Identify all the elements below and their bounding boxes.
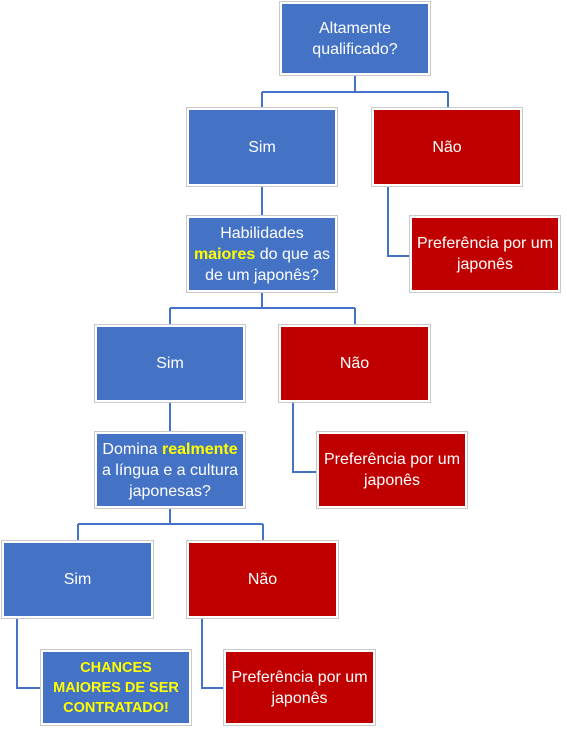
- result-text-level3: Preferência por um japonês: [231, 668, 368, 707]
- question-language-highlight: realmente: [162, 440, 238, 458]
- connector-nao3-result: [201, 618, 224, 689]
- yes-box-level3: Sim: [1, 540, 154, 619]
- question-text-skills: Habilidades maiores do que as de um japo…: [193, 223, 331, 286]
- no-box-level3: Não: [186, 540, 339, 619]
- question-language-after: a língua e a cultura japonesas?: [101, 461, 239, 500]
- yes-box-level1: Sim: [186, 107, 338, 187]
- question-text-qualified: Altamente qualificado?: [312, 19, 398, 58]
- result-box-level3: Preferência por um japonês: [223, 649, 376, 726]
- yes-label-level1: Sim: [248, 138, 276, 156]
- question-text-language: Domina realmente a língua e a cultura ja…: [101, 439, 239, 502]
- question-box-qualified: Altamente qualificado?: [279, 1, 431, 76]
- no-box-level2: Não: [278, 324, 431, 403]
- no-label-level1: Não: [432, 138, 462, 156]
- result-box-level1: Preferência por um japonês: [409, 215, 561, 293]
- question-skills-after: do que as de um japonês?: [205, 245, 331, 284]
- result-text-level1: Preferência por um japonês: [416, 235, 554, 273]
- question-language-before: Domina: [102, 440, 158, 458]
- connector-nao1-result: [387, 186, 410, 257]
- connector-q2-split: [169, 292, 356, 325]
- no-box-level1: Não: [371, 107, 523, 187]
- connector-q1-split: [261, 75, 449, 108]
- no-label-level2: Não: [339, 355, 370, 372]
- question-box-skills: Habilidades maiores do que as de um japo…: [186, 215, 338, 293]
- yes-box-level2: Sim: [94, 324, 246, 403]
- result-box-level2: Preferência por um japonês: [316, 431, 468, 509]
- final-result-text: CHANCES MAIORES DE SER CONTRATADO!: [53, 659, 179, 716]
- connector-q3-split: [77, 508, 264, 541]
- question-skills-highlight: maiores: [193, 245, 256, 263]
- final-result-box: CHANCES MAIORES DE SER CONTRATADO!: [40, 649, 192, 726]
- question-box-language: Domina realmente a língua e a cultura ja…: [94, 431, 246, 509]
- question-skills-before: Habilidades: [220, 224, 304, 242]
- yes-label-level3: Sim: [63, 571, 92, 588]
- yes-label-level2: Sim: [156, 355, 184, 372]
- connector-nao2-result: [292, 402, 317, 473]
- connector-sim3-final: [16, 618, 41, 689]
- no-label-level3: Não: [247, 571, 278, 588]
- result-text-level2: Preferência por um japonês: [323, 451, 461, 489]
